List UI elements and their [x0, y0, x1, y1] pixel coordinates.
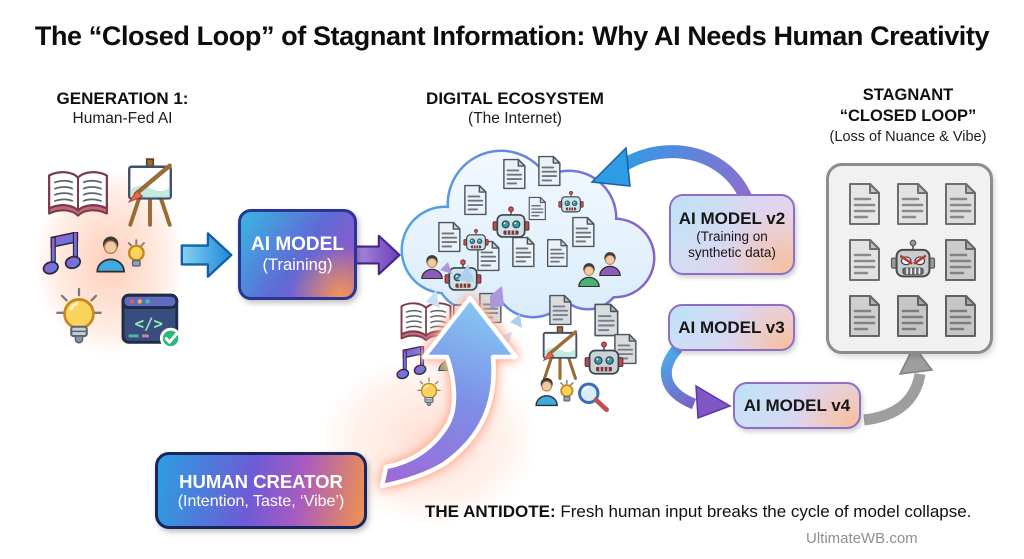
ai-model-sublabel: (Training) — [262, 256, 333, 274]
ai-model-v2-box: AI MODEL v2 (Training on synthetic data) — [669, 194, 795, 275]
stagnant-heading-line1: STAGNANT — [862, 86, 954, 104]
document-icon — [501, 158, 527, 190]
ai-model-box: AI MODEL (Training) — [238, 209, 357, 300]
robot-icon — [492, 205, 530, 240]
easel-icon — [122, 158, 178, 228]
stagnant-subheading: (Loss of Nuance & Vibe) — [829, 129, 987, 145]
ai-model-v4-box: AI MODEL v4 — [733, 382, 861, 429]
ai-model-v2-label: AI MODEL v2 — [678, 208, 786, 228]
section-stagnant-header: STAGNANT “CLOSED LOOP” (Loss of Nuance &… — [803, 85, 1013, 147]
robot-icon — [463, 228, 489, 252]
code-window-icon — [120, 293, 182, 349]
section-generation1-header: GENERATION 1: Human-Fed AI — [30, 88, 215, 129]
document-icon — [846, 182, 882, 226]
section-ecosystem-header: DIGITAL ECOSYSTEM (The Internet) — [395, 88, 635, 129]
angry-robot-icon — [890, 238, 936, 280]
arrow-v3-to-v4 — [660, 344, 732, 419]
ai-model-v3-label: AI MODEL v3 — [678, 317, 785, 337]
page-title: The “Closed Loop” of Stagnant Informatio… — [34, 21, 990, 51]
ai-model-v2-sublabel: (Training on synthetic data) — [688, 228, 776, 260]
watermark: UltimateWB.com — [806, 530, 918, 547]
person-icon — [597, 251, 623, 276]
human-creator-sublabel: (Intention, Taste, ‘Vibe’) — [177, 492, 345, 510]
human-creator-box: HUMAN CREATOR (Intention, Taste, ‘Vibe’) — [155, 452, 367, 529]
antidote-body: Fresh human input breaks the cycle of mo… — [555, 502, 972, 521]
document-icon — [527, 196, 547, 221]
book-icon — [45, 166, 111, 220]
robot-icon — [584, 340, 624, 377]
lightbulb-icon — [54, 287, 104, 351]
generation1-heading: GENERATION 1: — [56, 89, 189, 108]
ai-model-label: AI MODEL — [251, 234, 344, 255]
generation1-subheading: Human-Fed AI — [72, 110, 173, 127]
document-icon — [894, 294, 930, 338]
document-icon — [545, 238, 569, 268]
magnifier-icon — [575, 381, 611, 413]
document-icon — [846, 294, 882, 338]
document-icon — [942, 238, 978, 282]
document-icon — [547, 293, 573, 327]
human-input-arrow — [379, 262, 522, 489]
ecosystem-heading: DIGITAL ECOSYSTEM — [426, 89, 604, 108]
document-icon — [942, 182, 978, 226]
document-icon — [846, 238, 882, 282]
ai-model-v4-label: AI MODEL v4 — [743, 395, 851, 415]
document-icon — [436, 221, 462, 253]
human-creator-label: HUMAN CREATOR — [179, 470, 343, 492]
robot-icon — [558, 190, 584, 214]
antidote-text: THE ANTIDOTE: Fresh human input breaks t… — [425, 502, 971, 522]
ai-model-v3-box: AI MODEL v3 — [668, 304, 795, 351]
document-icon — [942, 294, 978, 338]
person-idea-icon — [92, 229, 148, 284]
document-icon — [536, 155, 562, 187]
antidote-lead: THE ANTIDOTE: — [425, 502, 556, 521]
ecosystem-subheading: (The Internet) — [468, 110, 562, 127]
document-icon — [894, 182, 930, 226]
arrow-v4-to-stagnant — [863, 344, 934, 426]
document-icon — [570, 216, 596, 248]
arrow-v2-to-cloud — [590, 145, 752, 201]
document-icon — [462, 184, 488, 216]
cloud-crack-shards — [426, 262, 522, 346]
music-note-icon — [38, 232, 82, 282]
arrow-input-to-model — [178, 228, 236, 282]
stagnant-heading-line2: “CLOSED LOOP” — [839, 107, 977, 125]
